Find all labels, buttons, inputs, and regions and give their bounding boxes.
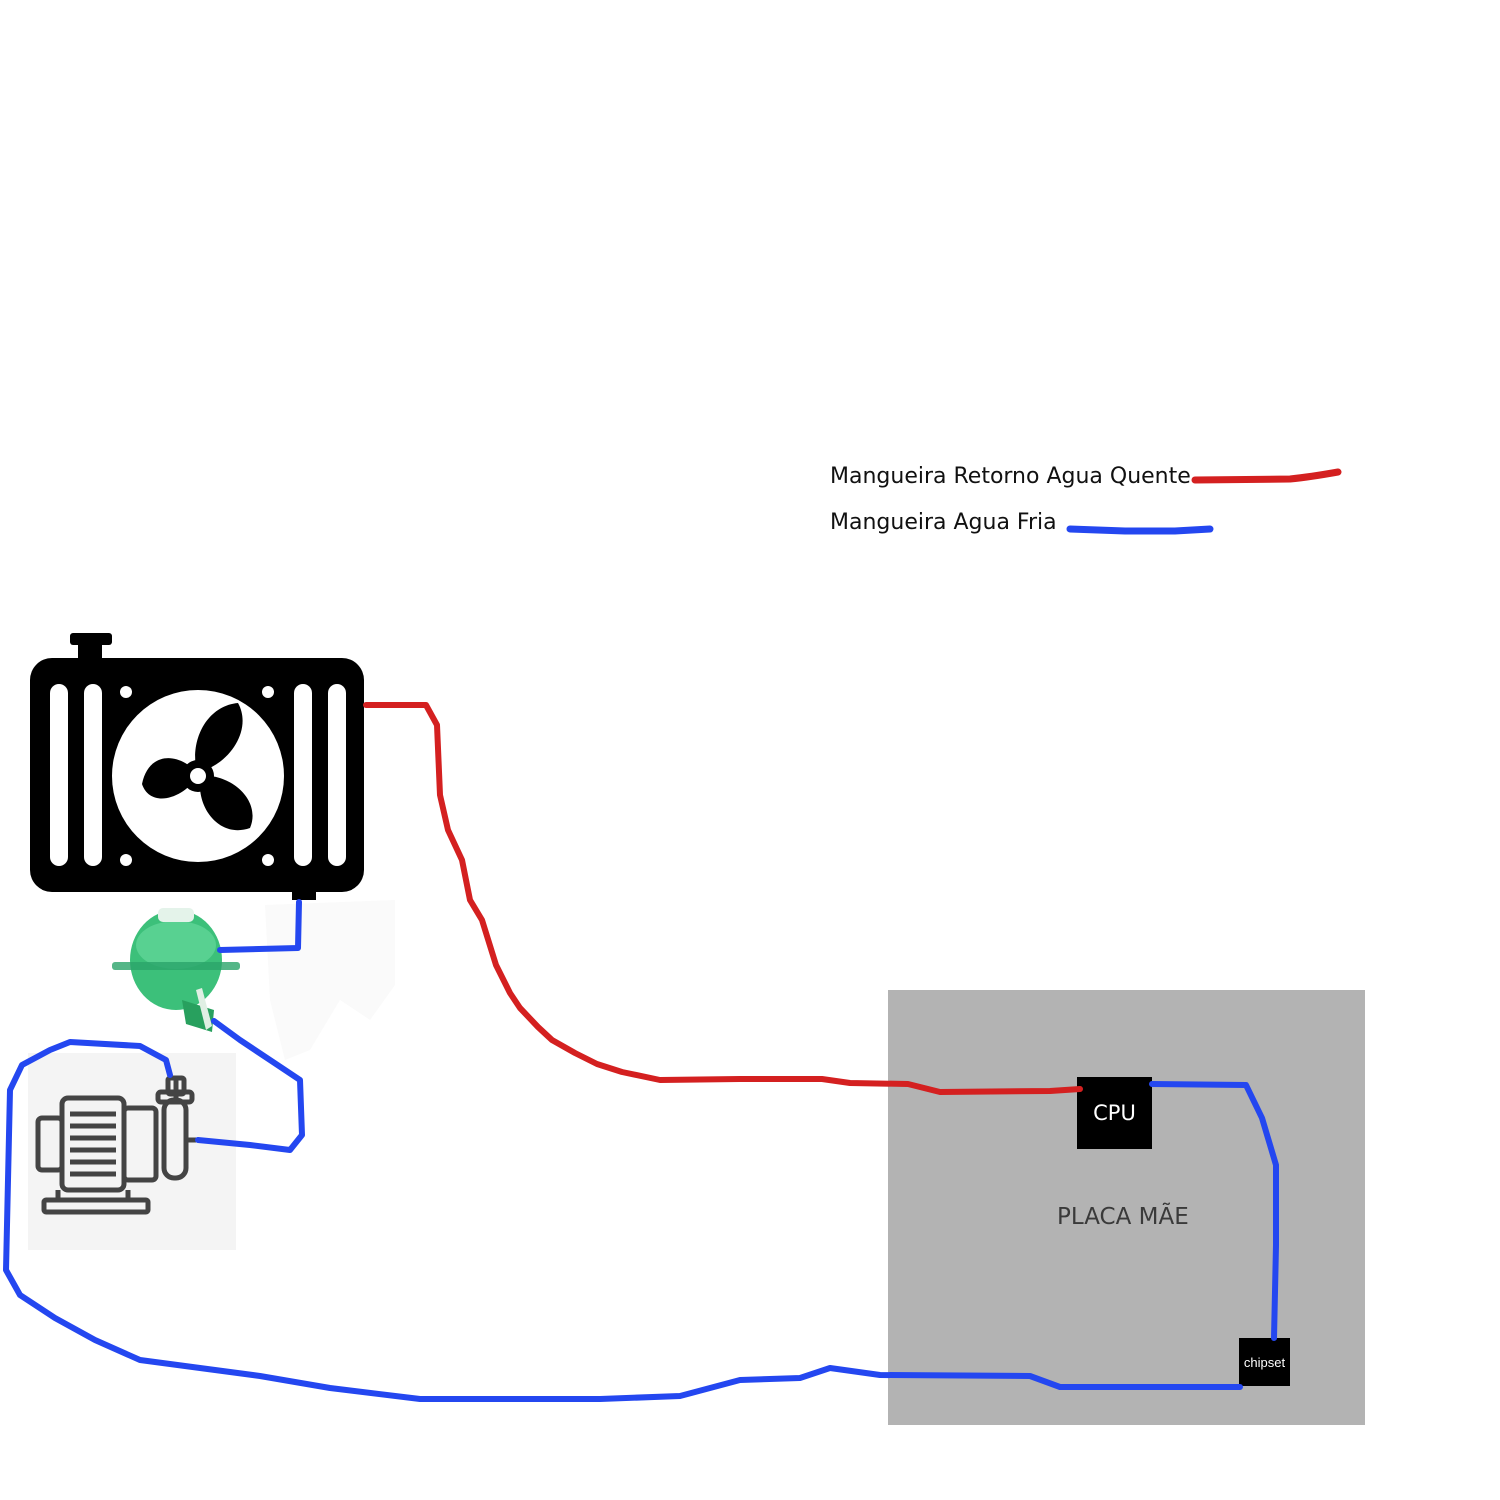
cold-water-hose-pump [195, 1018, 305, 1153]
legend-hot-label: Mangueira Retorno Agua Quente [830, 464, 1191, 489]
legend-hot-swatch [1191, 468, 1342, 484]
legend-cold-swatch [1066, 525, 1214, 535]
legend-cold-label: Mangueira Agua Fria [830, 510, 1057, 535]
cold-water-hose-cpu [1149, 1081, 1279, 1341]
motherboard-label: PLACA MÃE [1057, 1204, 1189, 1230]
cpu-chip: CPU [1077, 1077, 1152, 1149]
hot-water-hose [363, 702, 1083, 1095]
radiator-fan-icon [30, 633, 364, 900]
chipset-label: chipset [1243, 1354, 1286, 1370]
coolant-reservoir-icon [112, 908, 240, 1032]
cold-water-hose-loop [3, 1039, 1243, 1402]
cpu-label: CPU [1093, 1101, 1136, 1125]
water-pump-icon [35, 1075, 196, 1215]
chipset-chip: chipset [1239, 1338, 1290, 1386]
cold-water-hose-reservoir [217, 899, 302, 953]
